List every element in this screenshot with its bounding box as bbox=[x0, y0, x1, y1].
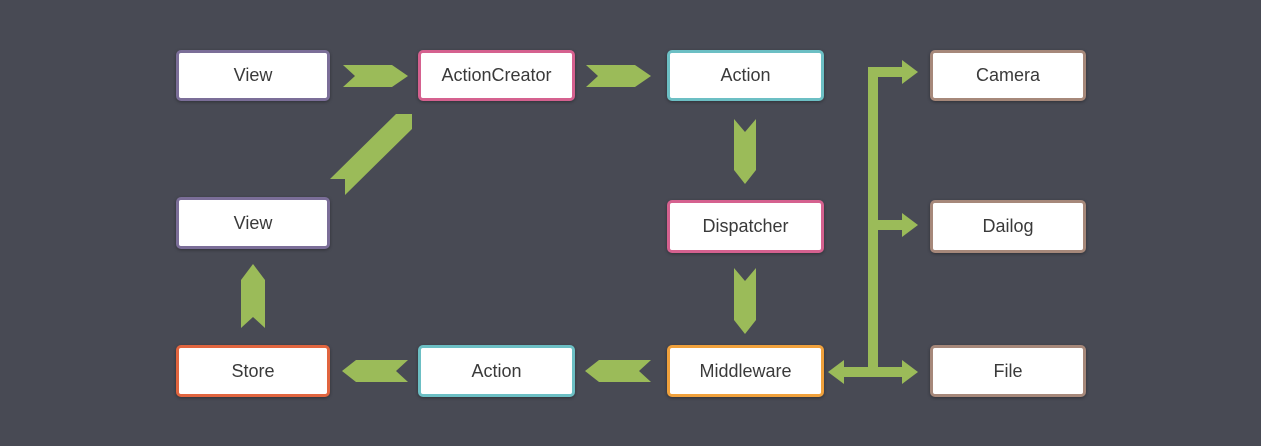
arrow-dispatcher-to-middleware bbox=[734, 268, 756, 334]
node-file: File bbox=[930, 345, 1086, 397]
node-camera: Camera bbox=[930, 50, 1086, 101]
node-label: Action bbox=[471, 360, 522, 381]
arrow-action-to-dispatcher bbox=[734, 119, 756, 184]
arrow-actioncreator-to-action bbox=[586, 65, 651, 87]
middleware-bus bbox=[828, 60, 918, 384]
node-label: View bbox=[233, 65, 273, 85]
node-label: View bbox=[233, 212, 273, 233]
node-label: Camera bbox=[975, 65, 1041, 85]
node-actioncreator: ActionCreator bbox=[418, 50, 575, 101]
node-dispatcher: Dispatcher bbox=[667, 200, 824, 253]
node-label: File bbox=[993, 360, 1023, 381]
node-label: Action bbox=[720, 65, 771, 85]
node-label: Dispatcher bbox=[702, 216, 789, 236]
arrow-view-to-actioncreator bbox=[343, 65, 408, 87]
node-action-bottom: Action bbox=[418, 345, 575, 397]
node-dialog: Dailog bbox=[930, 200, 1086, 253]
arrow-view-to-actioncreator-diagonal bbox=[330, 114, 412, 195]
arrow-store-to-view bbox=[241, 264, 265, 328]
node-middleware: Middleware bbox=[667, 345, 824, 397]
node-view-top: View bbox=[176, 50, 330, 101]
arrow-middleware-to-action bbox=[585, 360, 651, 382]
node-label: Store bbox=[231, 360, 275, 381]
node-store: Store bbox=[176, 345, 330, 397]
arrow-action-to-store bbox=[342, 360, 408, 382]
node-label: Middleware bbox=[699, 360, 792, 381]
node-label: Dailog bbox=[982, 216, 1034, 236]
node-view-mid: View bbox=[176, 197, 330, 249]
node-label: ActionCreator bbox=[441, 65, 552, 85]
node-action-top: Action bbox=[667, 50, 824, 101]
